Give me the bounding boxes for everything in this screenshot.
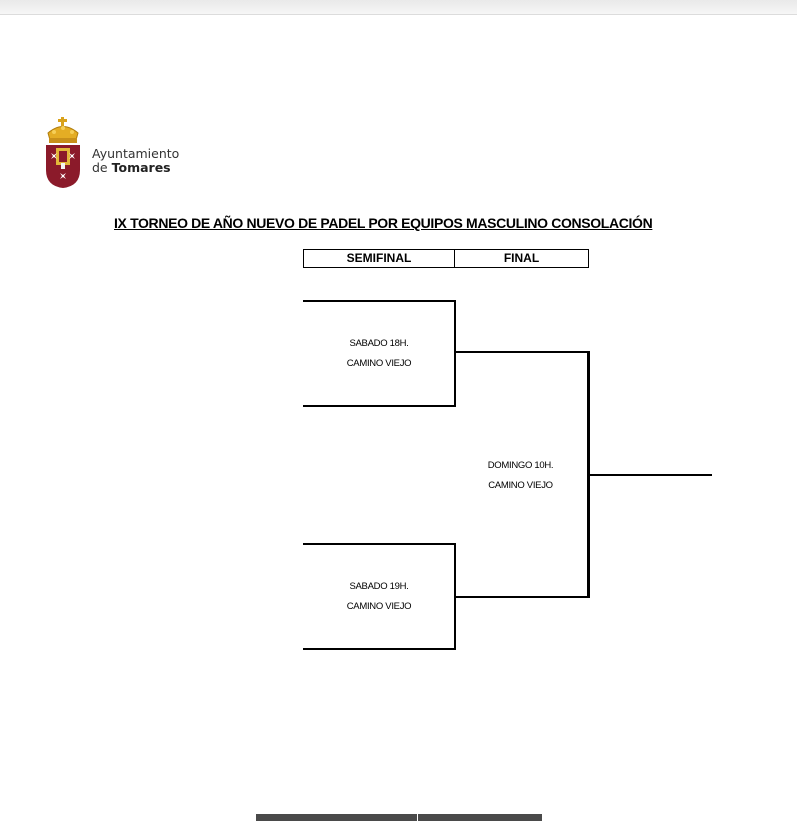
bracket-line <box>303 543 456 545</box>
bracket-line <box>454 596 590 598</box>
ayuntamiento-logo: Ayuntamiento de Tomares <box>42 115 192 190</box>
bracket-line <box>454 351 590 353</box>
pdf-toolbar-segment[interactable] <box>256 814 417 821</box>
match-time: SABADO 18H. <box>349 338 409 349</box>
logo-line-1: Ayuntamiento <box>92 146 180 161</box>
match-semi-2: SABADO 19H. CAMINO VIEJO <box>303 577 455 617</box>
logo-line-2: de Tomares <box>92 160 171 175</box>
match-time: SABADO 19H. <box>349 581 409 592</box>
winner-line <box>587 474 712 476</box>
match-venue: CAMINO VIEJO <box>346 601 412 612</box>
page-title: IX TORNEO DE AÑO NUEVO DE PADEL POR EQUI… <box>114 215 653 231</box>
bracket-line <box>454 300 456 407</box>
bracket-line <box>303 405 456 407</box>
bracket-line <box>303 648 456 650</box>
bracket-line <box>303 300 456 302</box>
match-final: DOMINGO 10H. CAMINO VIEJO <box>454 456 587 496</box>
round-header-final: FINAL <box>454 249 589 268</box>
match-venue: CAMINO VIEJO <box>346 358 412 369</box>
match-semi-1: SABADO 18H. CAMINO VIEJO <box>303 334 455 374</box>
coat-of-arms-icon <box>46 117 80 188</box>
pdf-toolbar-segment[interactable] <box>418 814 542 821</box>
match-time: DOMINGO 10H. <box>487 460 554 471</box>
match-venue: CAMINO VIEJO <box>488 480 553 491</box>
browser-toolbar <box>0 0 797 15</box>
round-header-semifinal: SEMIFINAL <box>303 249 455 268</box>
